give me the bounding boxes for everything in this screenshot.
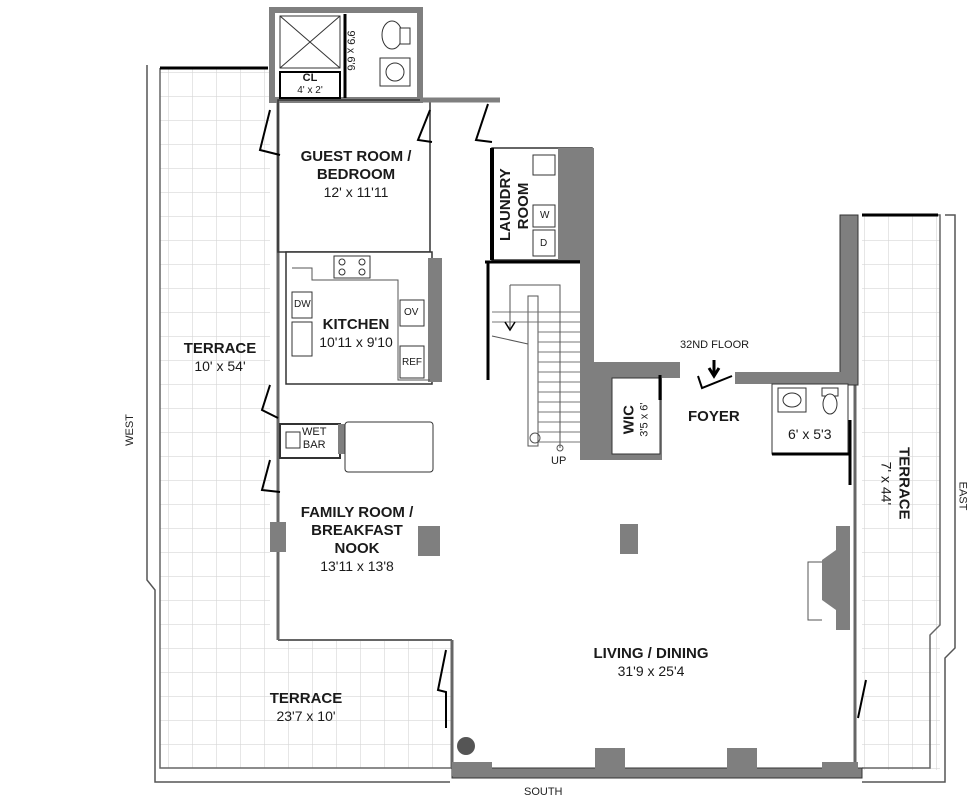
family-name-2: BREAKFAST [311, 522, 403, 539]
refrigerator-label: REF [402, 357, 422, 368]
family-name-1: FAMILY ROOM / [300, 504, 414, 521]
wic-name: WIC [620, 405, 638, 435]
laundry-name-2: ROOM [515, 182, 532, 230]
bathroom-top [269, 7, 423, 103]
dishwasher-label: DW [294, 299, 311, 310]
wet-bar-label: WET BAR [302, 426, 326, 452]
powder-room-dimensions: 6' x 5'3 [788, 426, 832, 442]
closet-name: CL [302, 72, 318, 84]
kitchen [260, 251, 442, 419]
terrace-south-dimensions: 23'7 x 10' [276, 708, 336, 724]
wet-bar-line-2: BAR [302, 439, 326, 452]
wic-dimensions: 3'5 x 6' [638, 402, 651, 437]
terrace-east-label: TERRACE 7' x 44' [878, 443, 913, 523]
living-dimensions: 31'9 x 25'4 [617, 663, 685, 679]
wet-bar [260, 421, 434, 493]
columns [270, 522, 858, 776]
laundry-name-1: LAUNDRY [497, 168, 514, 241]
kitchen-name: KITCHEN [322, 316, 390, 333]
stairs [486, 148, 594, 452]
foyer-entry [697, 360, 845, 390]
closet-label: CL 4' x 2' [282, 72, 338, 97]
compass-south: SOUTH [524, 786, 563, 798]
walk-in-closet [580, 362, 680, 460]
dimension-text: 9'9 x 6'6 [344, 30, 357, 71]
floor-label: 32ND FLOOR [680, 339, 750, 351]
powder-room [771, 383, 852, 485]
living-name: LIVING / DINING [593, 645, 709, 662]
terrace-doors [436, 649, 867, 728]
guest-room-label: GUEST ROOM / BEDROOM 12' x 11'11 [286, 148, 426, 201]
family-name-3: NOOK [334, 540, 380, 557]
terrace-west-south [146, 65, 452, 783]
family-room-label: FAMILY ROOM / BREAKFAST NOOK 13'11 x 13'… [282, 504, 432, 575]
oven-label: OV [404, 307, 419, 318]
terrace-east-name: TERRACE [895, 447, 913, 520]
wet-bar-line-1: WET [302, 426, 327, 438]
terrace-west-name: TERRACE [183, 340, 257, 357]
guest-room-name-1: GUEST ROOM / [300, 148, 412, 165]
dryer-label: D [540, 238, 548, 249]
bath-top-dimensions: 9'9 x 6'6 [344, 30, 357, 70]
compass-west: WEST [123, 414, 136, 446]
guest-room-dimensions: 12' x 11'11 [323, 184, 389, 200]
compass-east: EAST [956, 481, 969, 511]
terrace-south-label: TERRACE 23'7 x 10' [256, 690, 356, 725]
living-dining-label: LIVING / DINING 31'9 x 25'4 [566, 645, 736, 680]
terrace-east [862, 213, 956, 783]
terrace-east-dimensions: 7' x 44' [878, 461, 895, 506]
terrace-west-label: TERRACE 10' x 54' [170, 340, 270, 375]
terrace-west-dimensions: 10' x 54' [194, 358, 246, 374]
kitchen-dimensions: 10'11 x 9'10 [319, 334, 393, 350]
closet-dimensions: 4' x 2' [297, 85, 323, 97]
wic-label: WIC 3'5 x 6' [620, 388, 651, 452]
terrace-south-name: TERRACE [269, 690, 343, 707]
washer-label: W [540, 210, 550, 221]
stairs-up-label: UP [551, 455, 567, 467]
foyer-label: FOYER [688, 408, 740, 425]
laundry-room-label: LAUNDRY ROOM [497, 168, 533, 241]
kitchen-label: KITCHEN 10'11 x 9'10 [306, 316, 406, 351]
guest-room-name-2: BEDROOM [316, 166, 396, 183]
family-dimensions: 13'11 x 13'8 [320, 558, 394, 574]
